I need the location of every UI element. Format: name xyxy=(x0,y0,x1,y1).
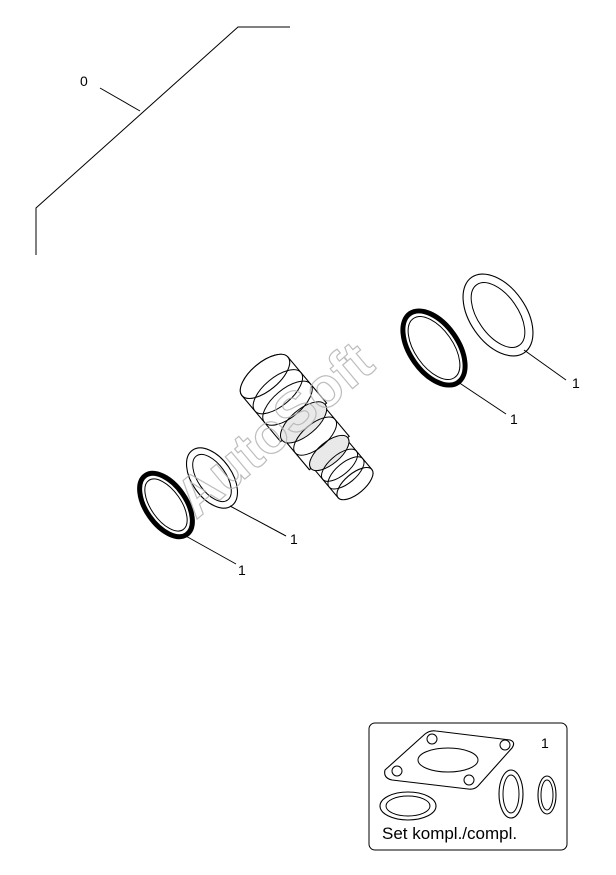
seal-ring-right xyxy=(462,273,534,357)
callout-assembly: 0 xyxy=(80,73,88,89)
flange-gasket xyxy=(384,730,515,790)
seal-kit-box: 1 Set kompl./compl. xyxy=(368,722,568,851)
seal-ring-mid-left xyxy=(185,447,239,509)
o-ring-large xyxy=(498,769,524,819)
assembly-bracket: 0 xyxy=(35,26,290,255)
flat-seal-ring xyxy=(379,791,437,821)
callout-ring-mid-left: 1 xyxy=(290,531,298,547)
callout-ring-mid-right: 1 xyxy=(510,411,518,427)
o-ring-small xyxy=(537,775,557,815)
callout-set: 1 xyxy=(541,735,549,751)
leader-lines xyxy=(183,349,567,565)
seal-ring-mid-right xyxy=(400,308,468,388)
callout-ring-left: 1 xyxy=(238,562,246,578)
seal-ring-left xyxy=(137,470,195,540)
set-caption: Set kompl./compl. xyxy=(382,824,517,843)
valve-spool-assembly xyxy=(239,353,374,501)
callout-ring-right: 1 xyxy=(572,375,580,391)
